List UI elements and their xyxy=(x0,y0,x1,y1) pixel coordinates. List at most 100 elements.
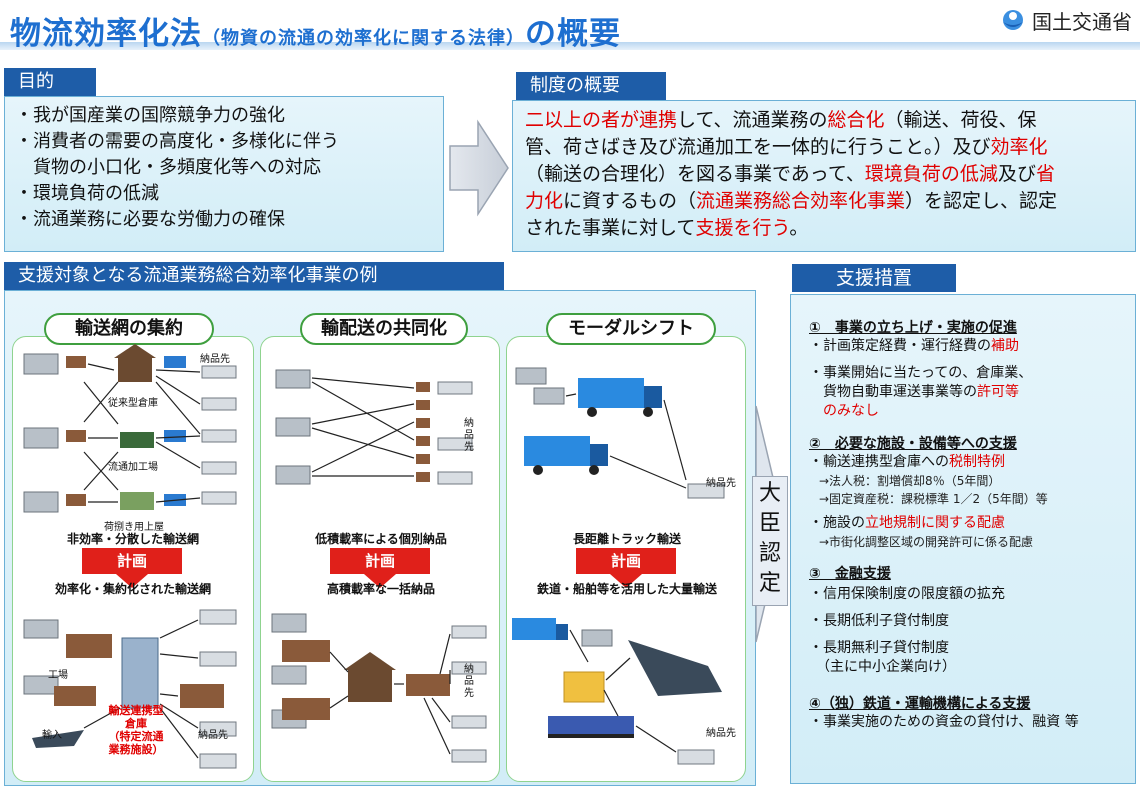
text-line: ・長期低利子貸付制度 xyxy=(809,612,1125,631)
text-line: ・事業開始に当たっての、倉庫業、 xyxy=(809,364,1125,383)
example-title-joint-delivery: 輸配送の共同化 xyxy=(300,313,468,345)
text-line: ・計画策定経費・運行経費の補助 xyxy=(809,337,1125,356)
overview-heading: 制度の概要 xyxy=(516,72,666,100)
highlight-text: 許可等 xyxy=(977,384,1019,400)
consolidation-before-diagram xyxy=(23,344,237,513)
text-run: ・長期無利子貸付制度 xyxy=(809,640,949,656)
processing-label: 流通加工場 xyxy=(108,462,158,473)
right-arrow-icon xyxy=(449,119,509,217)
text-run: ・輸送連携型倉庫への xyxy=(809,454,949,470)
delivery-label: 納品先 xyxy=(200,354,230,365)
text-line: ・輸送連携型倉庫への税制特例 xyxy=(809,453,1125,472)
text-run: 貨物自動車運送事業等の xyxy=(809,384,977,400)
example-title-modal-shift: モーダルシフト xyxy=(546,313,716,345)
modal-before-diagram xyxy=(515,367,725,499)
highlight-text: 補助 xyxy=(991,338,1019,354)
modal-after-caption: 鉄道・船舶等を活用した大量輸送 xyxy=(536,582,717,596)
text-line: （輸送の合理化）を図る事業であって、環境負荷の低減及び省 xyxy=(525,161,1123,188)
plan-badge: 計画 xyxy=(330,548,430,574)
text-run: ・事業開始に当たっての、倉庫業、 xyxy=(809,365,1033,381)
purpose-item: ・環境負荷の低減 xyxy=(15,183,159,204)
text-run: ・事業実施のための資金の貸付け、融資 等 xyxy=(809,714,1079,730)
text-run: 。 xyxy=(789,217,809,239)
factory-label: 工場 xyxy=(48,670,68,681)
purpose-heading: 目的 xyxy=(4,68,96,96)
example-title-consolidation: 輸送網の集約 xyxy=(44,313,214,345)
text-run: 及び xyxy=(997,163,1036,185)
text-line: 二以上の者が連携して、流通業務の総合化（輸送、荷役、保 xyxy=(525,107,1123,134)
text-line: ・施設の立地規制に関する配慮 xyxy=(809,514,1125,533)
page-title: 物流効率化法（物資の流通の効率化に関する法律）の概要 xyxy=(10,16,621,52)
text-line: ・長期無利子貸付制度 xyxy=(809,639,1125,658)
support-subitem: →固定資産税：課税標準 1／2（5年間）等 xyxy=(819,492,1048,506)
plan-badge: 計画 xyxy=(576,548,676,574)
purpose-box: ・我が国産業の国際競争力の強化 ・消費者の需要の高度化・多様化に伴う 貨物の小口… xyxy=(4,96,444,252)
plan-badge: 計画 xyxy=(82,548,182,574)
support-section-title: ② 必要な施設・設備等への支援 xyxy=(809,436,1017,452)
ministry-label: 国土交通省 xyxy=(1000,6,1132,35)
cargo-station-label: 荷捌き用上屋 xyxy=(104,522,164,533)
text-line: 力化に資するもの（流通業務総合効率化事業）を認定し、認定 xyxy=(525,188,1123,215)
text-run: ・施設の xyxy=(809,515,865,531)
highlight-text: 流通業務総合効率化事業 xyxy=(696,190,906,212)
text-line: のみなし xyxy=(809,402,1125,421)
support-subitem: →市街化調整区域の開発許可に係る配慮 xyxy=(819,535,1034,549)
support-section-title: ③ 金融支援 xyxy=(809,566,891,582)
modal-before-caption: 長距離トラック輸送 xyxy=(572,532,681,546)
down-arrow-icon xyxy=(364,574,396,588)
old-warehouse-label: 従来型倉庫 xyxy=(108,398,158,409)
delivery-label-vertical: 納品先 xyxy=(464,418,474,453)
delivery-label-vertical: 納品先 xyxy=(464,664,474,699)
text-run: ・長期低利子貸付制度 xyxy=(809,613,949,629)
text-line: ・事業実施のための資金の貸付け、融資 等 xyxy=(809,713,1125,732)
purpose-item: ・流通業務に必要な労働力の確保 xyxy=(15,209,285,230)
highlight-text: 環境負荷の低減 xyxy=(864,163,998,185)
text-line: 管、荷さばき及び流通加工を一体的に行うこと。）及び効率化 xyxy=(525,134,1123,161)
mlit-logo-icon xyxy=(1003,9,1023,30)
delivery-label: 納品先 xyxy=(706,728,736,739)
down-arrow-icon xyxy=(610,574,642,588)
highlight-text: 立地規制に関する配慮 xyxy=(865,515,1005,531)
text-line: 貨物自動車運送事業等の許可等 xyxy=(809,383,1125,402)
text-run: （輸送の合理化）を図る事業であって、 xyxy=(525,163,865,185)
text-run: に資するもの（ xyxy=(563,190,697,212)
purpose-item: 貨物の小口化・多頻度化等への対応 xyxy=(15,157,321,178)
text-line: （主に中小企業向け） xyxy=(809,658,1125,677)
support-subitem: →法人税：割増償却8％（5年間） xyxy=(819,474,1001,488)
highlight-text: 総合化 xyxy=(827,109,885,131)
text-run: （輸送、荷役、保 xyxy=(884,109,1037,131)
overview-box: 二以上の者が連携して、流通業務の総合化（輸送、荷役、保管、荷さばき及び流通加工を… xyxy=(512,100,1136,252)
title-underline xyxy=(0,42,1140,50)
linked-warehouse-label: 輸送連携型 倉庫 （特定流通 業務施設） xyxy=(108,704,164,756)
text-run: 管、荷さばき及び流通加工を一体的に行うこと。）及び xyxy=(525,136,991,158)
text-line: された事業に対して支援を行う。 xyxy=(525,215,1123,242)
text-run: （主に中小企業向け） xyxy=(809,659,956,675)
highlight-text: 税制特例 xyxy=(949,454,1005,470)
purpose-item: ・消費者の需要の高度化・多様化に伴う xyxy=(15,131,339,152)
examples-heading: 支援対象となる流通業務総合効率化事業の例 xyxy=(4,262,504,290)
consolidation-before-caption: 非効率・分散した輸送網 xyxy=(66,532,199,546)
consolidation-after-diagram xyxy=(23,609,237,769)
support-section-title: ① 事業の立ち上げ・実施の促進 xyxy=(809,320,1017,336)
text-line: ・信用保険制度の限度額の拡充 xyxy=(809,585,1125,604)
delivery-label: 納品先 xyxy=(706,478,736,489)
consolidation-after-caption: 効率化・集約化された輸送網 xyxy=(54,582,211,596)
joint-before-caption: 低積載率による個別納品 xyxy=(315,532,447,546)
text-run: された事業に対して xyxy=(525,217,696,239)
highlight-text: のみなし xyxy=(809,403,879,419)
delivery-label: 納品先 xyxy=(198,730,228,741)
highlight-text: 省 xyxy=(1035,163,1055,185)
text-run: して、流通業務の xyxy=(677,109,828,131)
modal-after-diagram xyxy=(512,618,722,765)
highlight-text: 支援を行う xyxy=(695,217,790,239)
minister-approval-label: 大 臣 認 定 xyxy=(752,476,788,606)
purpose-item: ・我が国産業の国際競争力の強化 xyxy=(15,105,285,126)
support-box: ① 事業の立ち上げ・実施の促進・計画策定経費・運行経費の補助・事業開始に当たって… xyxy=(790,294,1136,784)
text-run: ・計画策定経費・運行経費の xyxy=(809,338,991,354)
highlight-text: 効率化 xyxy=(990,136,1048,158)
joint-after-diagram xyxy=(271,613,487,763)
import-label: 輸入 xyxy=(42,730,62,741)
highlight-text: 力化 xyxy=(525,190,564,212)
text-run: ・信用保険制度の限度額の拡充 xyxy=(809,586,1005,602)
text-run: ）を認定し、認定 xyxy=(905,190,1058,212)
